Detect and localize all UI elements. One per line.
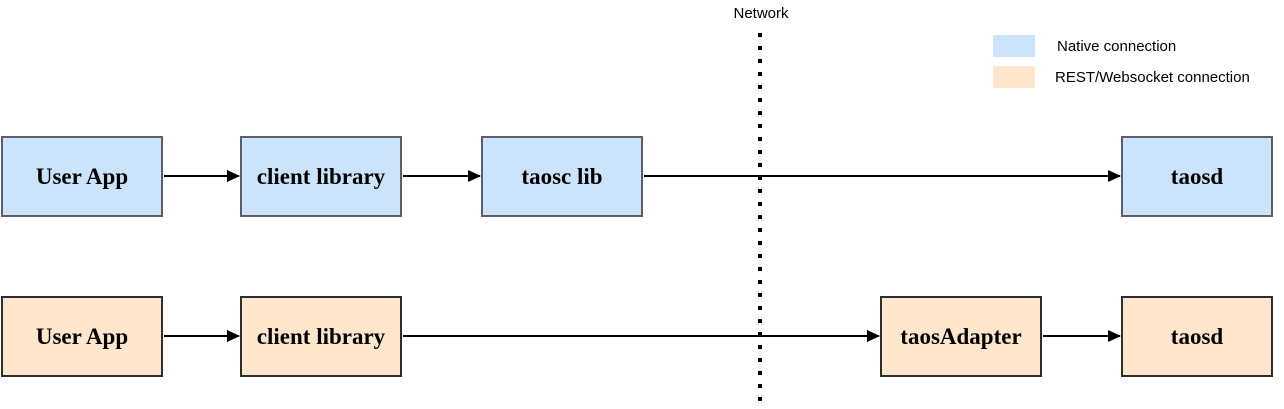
node-label: User App (35, 323, 129, 349)
node-native-client-library: client library (240, 136, 402, 217)
arrow-native-client-library-to-taosc-lib (403, 170, 481, 182)
legend-label-native: Native connection (1057, 38, 1177, 55)
node-native-taosc-lib: taosc lib (481, 136, 643, 217)
node-rest-user-app: User App (1, 296, 163, 377)
arrow-rest-client-library-to-taos-adapter (403, 330, 880, 342)
node-rest-taosd: taosd (1121, 296, 1273, 377)
node-label: client library (256, 163, 386, 189)
arrow-native-user-app-to-client-library (164, 170, 240, 182)
node-native-user-app: User App (1, 136, 163, 217)
node-rest-client-library: client library (240, 296, 402, 377)
node-native-taosd: taosd (1121, 136, 1273, 217)
node-rest-taos-adapter: taosAdapter (880, 296, 1042, 377)
legend-swatch-native (993, 35, 1035, 57)
legend-swatch-rest (993, 66, 1035, 88)
arrow-rest-user-app-to-client-library (164, 330, 240, 342)
node-label: User App (35, 163, 129, 189)
arrow-native-taosc-lib-to-taosd (644, 170, 1121, 182)
node-label: taosd (1170, 163, 1224, 189)
arrow-rest-taos-adapter-to-taosd (1043, 330, 1121, 342)
node-label: client library (256, 323, 386, 349)
legend-label-rest: REST/Websocket connection (1055, 69, 1250, 86)
network-label: Network (733, 5, 789, 22)
node-label: taosc lib (521, 163, 603, 189)
node-label: taosd (1170, 323, 1224, 349)
network-boundary-dotted-line (758, 33, 762, 409)
node-label: taosAdapter (900, 323, 1022, 349)
